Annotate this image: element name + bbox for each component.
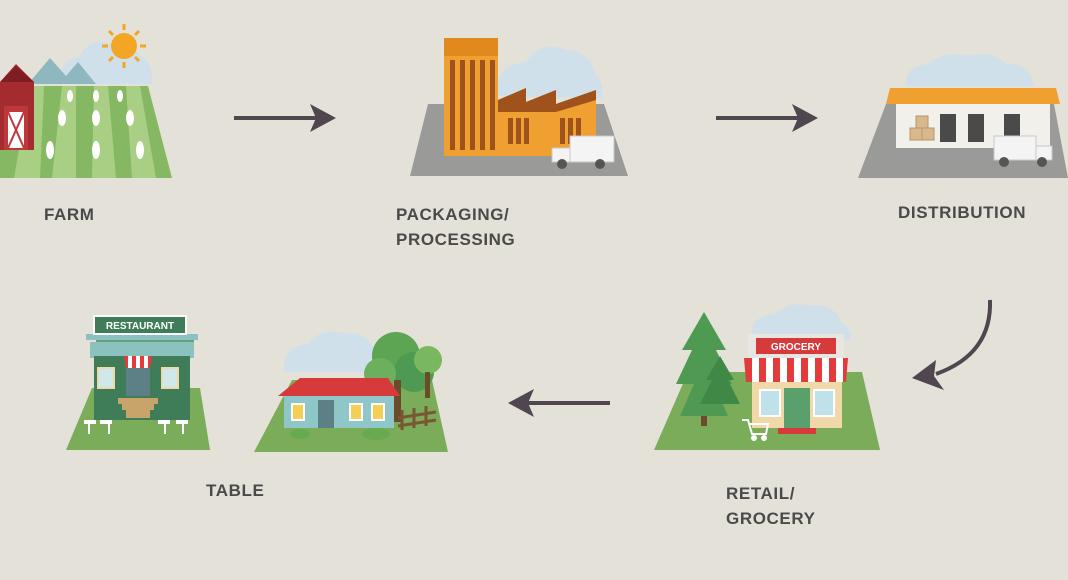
farm-icon — [0, 24, 172, 178]
grocery-store-icon — [654, 304, 880, 450]
truck-icon — [551, 135, 615, 169]
restaurant-sign: RESTAURANT — [106, 321, 174, 332]
tree-icon — [414, 346, 442, 398]
house-icon — [254, 331, 448, 452]
arrow-icon — [234, 104, 336, 132]
warehouse-icon — [858, 54, 1068, 178]
packaging-label-line2: PROCESSING — [396, 230, 516, 249]
restaurant-icon — [66, 315, 210, 450]
shopping-cart-icon — [742, 419, 770, 441]
arrow-icon — [912, 299, 993, 390]
retail-label: RETAIL/ GROCERY — [726, 481, 816, 531]
truck-icon — [993, 135, 1053, 167]
packaging-label: PACKAGING/ PROCESSING — [396, 202, 515, 252]
factory-icon — [410, 38, 628, 176]
packaging-label-line1: PACKAGING/ — [396, 205, 510, 224]
arrow-icon — [716, 104, 818, 132]
retail-label-line1: RETAIL/ — [726, 484, 796, 503]
tree-icon — [700, 356, 740, 404]
retail-label-line2: GROCERY — [726, 509, 816, 528]
arrow-icon — [508, 389, 610, 417]
distribution-label: DISTRIBUTION — [898, 203, 1027, 222]
farm-label: FARM — [44, 205, 95, 224]
table-label: TABLE — [206, 481, 265, 500]
tree-icon — [676, 312, 732, 426]
sun-icon — [102, 24, 146, 68]
grocery-sign: GROCERY — [771, 342, 822, 353]
